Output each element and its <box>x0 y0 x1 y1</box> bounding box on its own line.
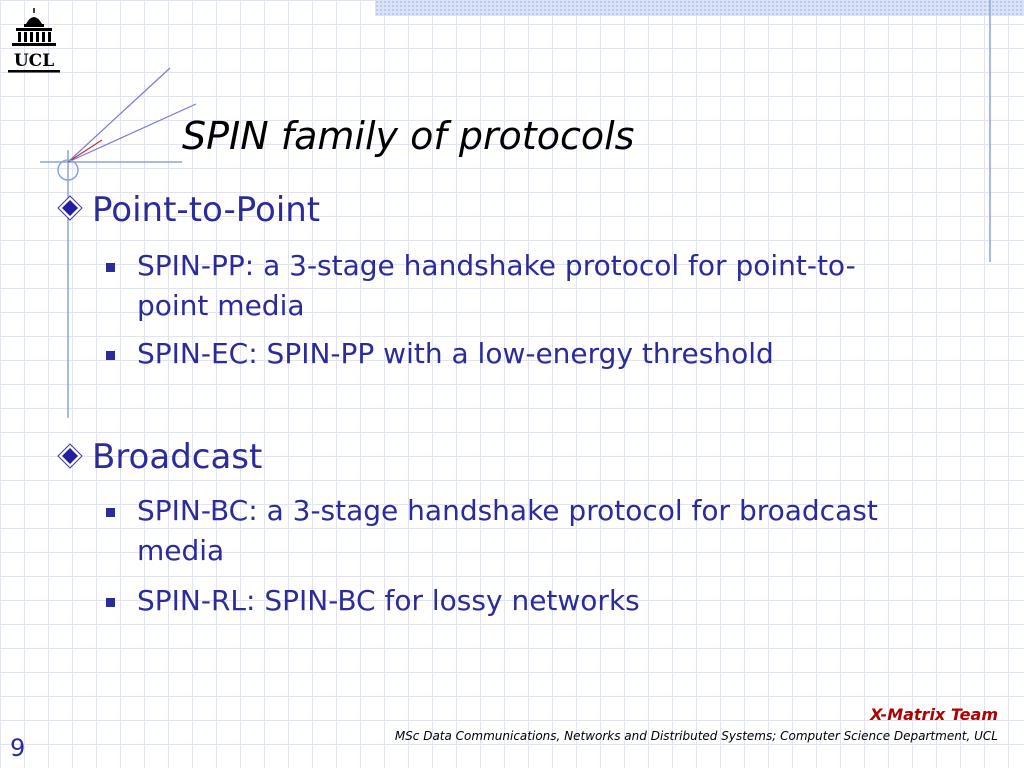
diamond-bullet-icon <box>57 195 83 221</box>
footer-department: MSc Data Communications, Networks and Di… <box>394 729 998 743</box>
decorative-circle <box>57 159 79 181</box>
slide-number: 9 <box>10 734 26 762</box>
svg-text:UCL: UCL <box>14 51 54 71</box>
bullet-spin-pp-line1: SPIN-PP: a 3-stage handshake protocol fo… <box>137 249 856 282</box>
square-bullet-icon <box>106 263 115 272</box>
section-heading-broadcast: Broadcast <box>92 437 263 477</box>
bullet-spin-pp: SPIN-PP: a 3-stage handshake protocol fo… <box>137 246 967 326</box>
bullet-spin-pp-line2: point media <box>137 289 305 322</box>
bullet-spin-bc: SPIN-BC: a 3-stage handshake protocol fo… <box>137 491 967 571</box>
top-decorative-band <box>375 0 1024 16</box>
red-accent-line <box>67 139 103 163</box>
square-bullet-icon <box>106 508 115 517</box>
section-heading-point-to-point: Point-to-Point <box>92 190 321 230</box>
square-bullet-icon <box>106 351 115 360</box>
slide-title: SPIN family of protocols <box>182 114 635 158</box>
diagonal-line-2 <box>67 103 197 163</box>
diamond-bullet-icon <box>57 443 83 469</box>
bullet-spin-rl-line1: SPIN-RL: SPIN-BC for lossy networks <box>137 584 640 617</box>
ucl-logo: UCL <box>8 8 60 73</box>
square-bullet-icon <box>106 598 115 607</box>
bullet-spin-bc-line2: media <box>137 534 225 567</box>
bullet-spin-bc-line1: SPIN-BC: a 3-stage handshake protocol fo… <box>137 494 878 527</box>
footer-team-name: X-Matrix Team <box>870 705 998 724</box>
bullet-spin-rl: SPIN-RL: SPIN-BC for lossy networks <box>137 581 967 621</box>
diagonal-line-1 <box>67 67 171 163</box>
bullet-spin-ec-line1: SPIN-EC: SPIN-PP with a low-energy thres… <box>137 337 774 370</box>
bullet-spin-ec: SPIN-EC: SPIN-PP with a low-energy thres… <box>137 334 967 374</box>
